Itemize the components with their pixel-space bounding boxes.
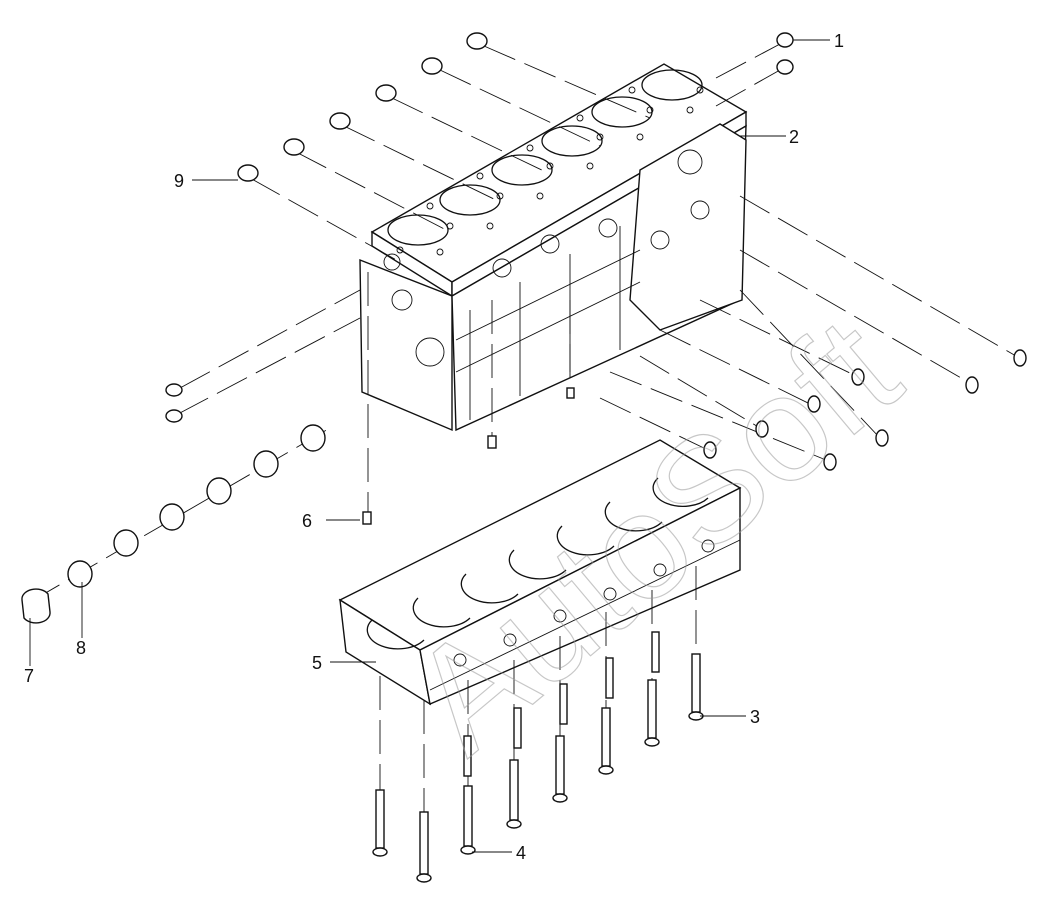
callout-labels: 1 2 3 4 5 6 7 8 9: [24, 31, 844, 863]
callout-9: 9: [174, 171, 184, 191]
callout-7: 7: [24, 666, 34, 686]
callout-3: 3: [750, 707, 760, 727]
callout-2: 2: [789, 127, 799, 147]
bedplate: [338, 439, 742, 706]
camshaft-bushings: [21, 424, 326, 624]
callout-8: 8: [76, 638, 86, 658]
cylinder-block: [359, 63, 748, 432]
callout-1: 1: [834, 31, 844, 51]
callout-6: 6: [302, 511, 312, 531]
plug-caps: [237, 32, 794, 182]
dowel-pins: [362, 387, 575, 525]
callout-leaders: [29, 39, 830, 853]
callout-4: 4: [516, 843, 526, 863]
ring-plugs: [165, 349, 1027, 471]
callout-5: 5: [312, 653, 322, 673]
